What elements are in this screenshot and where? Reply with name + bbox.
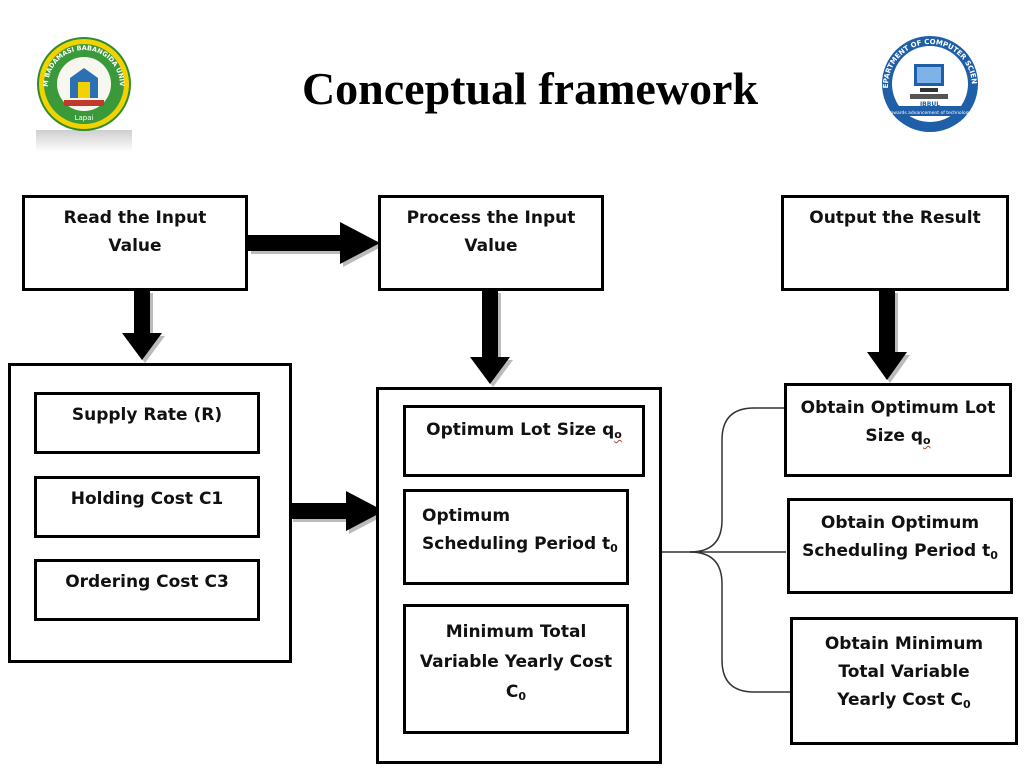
- ordering-cost-box: Ordering Cost C3: [34, 559, 260, 621]
- minimum-cost-line2: Variable Yearly Cost: [419, 652, 613, 672]
- read-input-box: Read the Input Value: [22, 195, 248, 291]
- arrow-process-down: [470, 290, 513, 387]
- holding-cost-label: Holding Cost C1: [70, 489, 224, 509]
- process-input-box: Process the Input Value: [378, 195, 604, 291]
- university-logo: IBRAHIM BADAMASI BABANGIDA UNIVERSITY La…: [31, 28, 134, 154]
- read-input-line2: Value: [108, 236, 162, 256]
- minimum-cost-line3: C: [505, 682, 519, 702]
- obtain-cost-box: Obtain Minimum Total Variable Yearly Cos…: [790, 617, 1018, 745]
- obtain-period-box: Obtain Optimum Scheduling Period t0: [787, 498, 1013, 594]
- obtain-period-line1: Obtain Optimum: [820, 513, 980, 533]
- arrow-read-to-inputs: [122, 290, 165, 363]
- obtain-lot-size-line2: Size q: [865, 426, 924, 446]
- optimum-lot-size-sub: o: [614, 428, 622, 441]
- obtain-cost-sub: 0: [963, 698, 971, 711]
- read-input-line1: Read the Input: [63, 208, 207, 228]
- page-title: Conceptual framework: [301, 63, 759, 114]
- obtain-period-line2: Scheduling Period t: [802, 541, 991, 561]
- obtain-period-sub: 0: [990, 549, 998, 562]
- optimum-lot-size-label: Optimum Lot Size q: [426, 420, 615, 440]
- arrow-inputs-to-process: [290, 491, 387, 534]
- department-logo: DEPARTMENT OF COMPUTER SCIENCE IBBUL tow…: [871, 28, 986, 134]
- obtain-cost-line2: Total Variable: [838, 662, 970, 682]
- minimum-cost-sub: 0: [518, 690, 527, 703]
- minimum-cost-line1: Minimum Total: [445, 622, 587, 642]
- holding-cost-box: Holding Cost C1: [34, 476, 260, 538]
- logo-left-bottom-text: Lapai: [75, 114, 94, 122]
- supply-rate-label: Supply Rate (R): [71, 405, 223, 425]
- minimum-cost-box: Minimum Total Variable Yearly Cost C0: [403, 604, 629, 734]
- logo-right-ribbon-text: towards advancement of technology: [889, 110, 972, 116]
- bracket-connector: [662, 407, 790, 693]
- process-input-line1: Process the Input: [406, 208, 576, 228]
- optimum-period-line1: Optimum: [422, 506, 511, 526]
- logo-right-mid-text: IBBUL: [920, 101, 940, 108]
- optimum-period-sub: 0: [610, 542, 618, 555]
- obtain-lot-size-box: Obtain Optimum Lot Size qo: [784, 383, 1012, 477]
- output-result-label: Output the Result: [809, 208, 981, 228]
- optimum-period-line2: Scheduling Period t: [422, 534, 611, 554]
- output-result-box: Output the Result: [781, 195, 1009, 291]
- obtain-lot-size-sub: o: [923, 434, 931, 447]
- process-input-line2: Value: [464, 236, 518, 256]
- ordering-cost-label: Ordering Cost C3: [65, 572, 229, 592]
- supply-rate-box: Supply Rate (R): [34, 392, 260, 454]
- arrow-read-to-process: [248, 222, 383, 267]
- optimum-period-box: Optimum Scheduling Period t0: [403, 489, 629, 585]
- obtain-cost-line1: Obtain Minimum: [824, 634, 984, 654]
- obtain-cost-line3: Yearly Cost C: [837, 690, 964, 710]
- obtain-lot-size-line1: Obtain Optimum Lot: [800, 398, 996, 418]
- arrow-output-down: [867, 290, 910, 383]
- optimum-lot-size-box: Optimum Lot Size qo: [403, 405, 645, 477]
